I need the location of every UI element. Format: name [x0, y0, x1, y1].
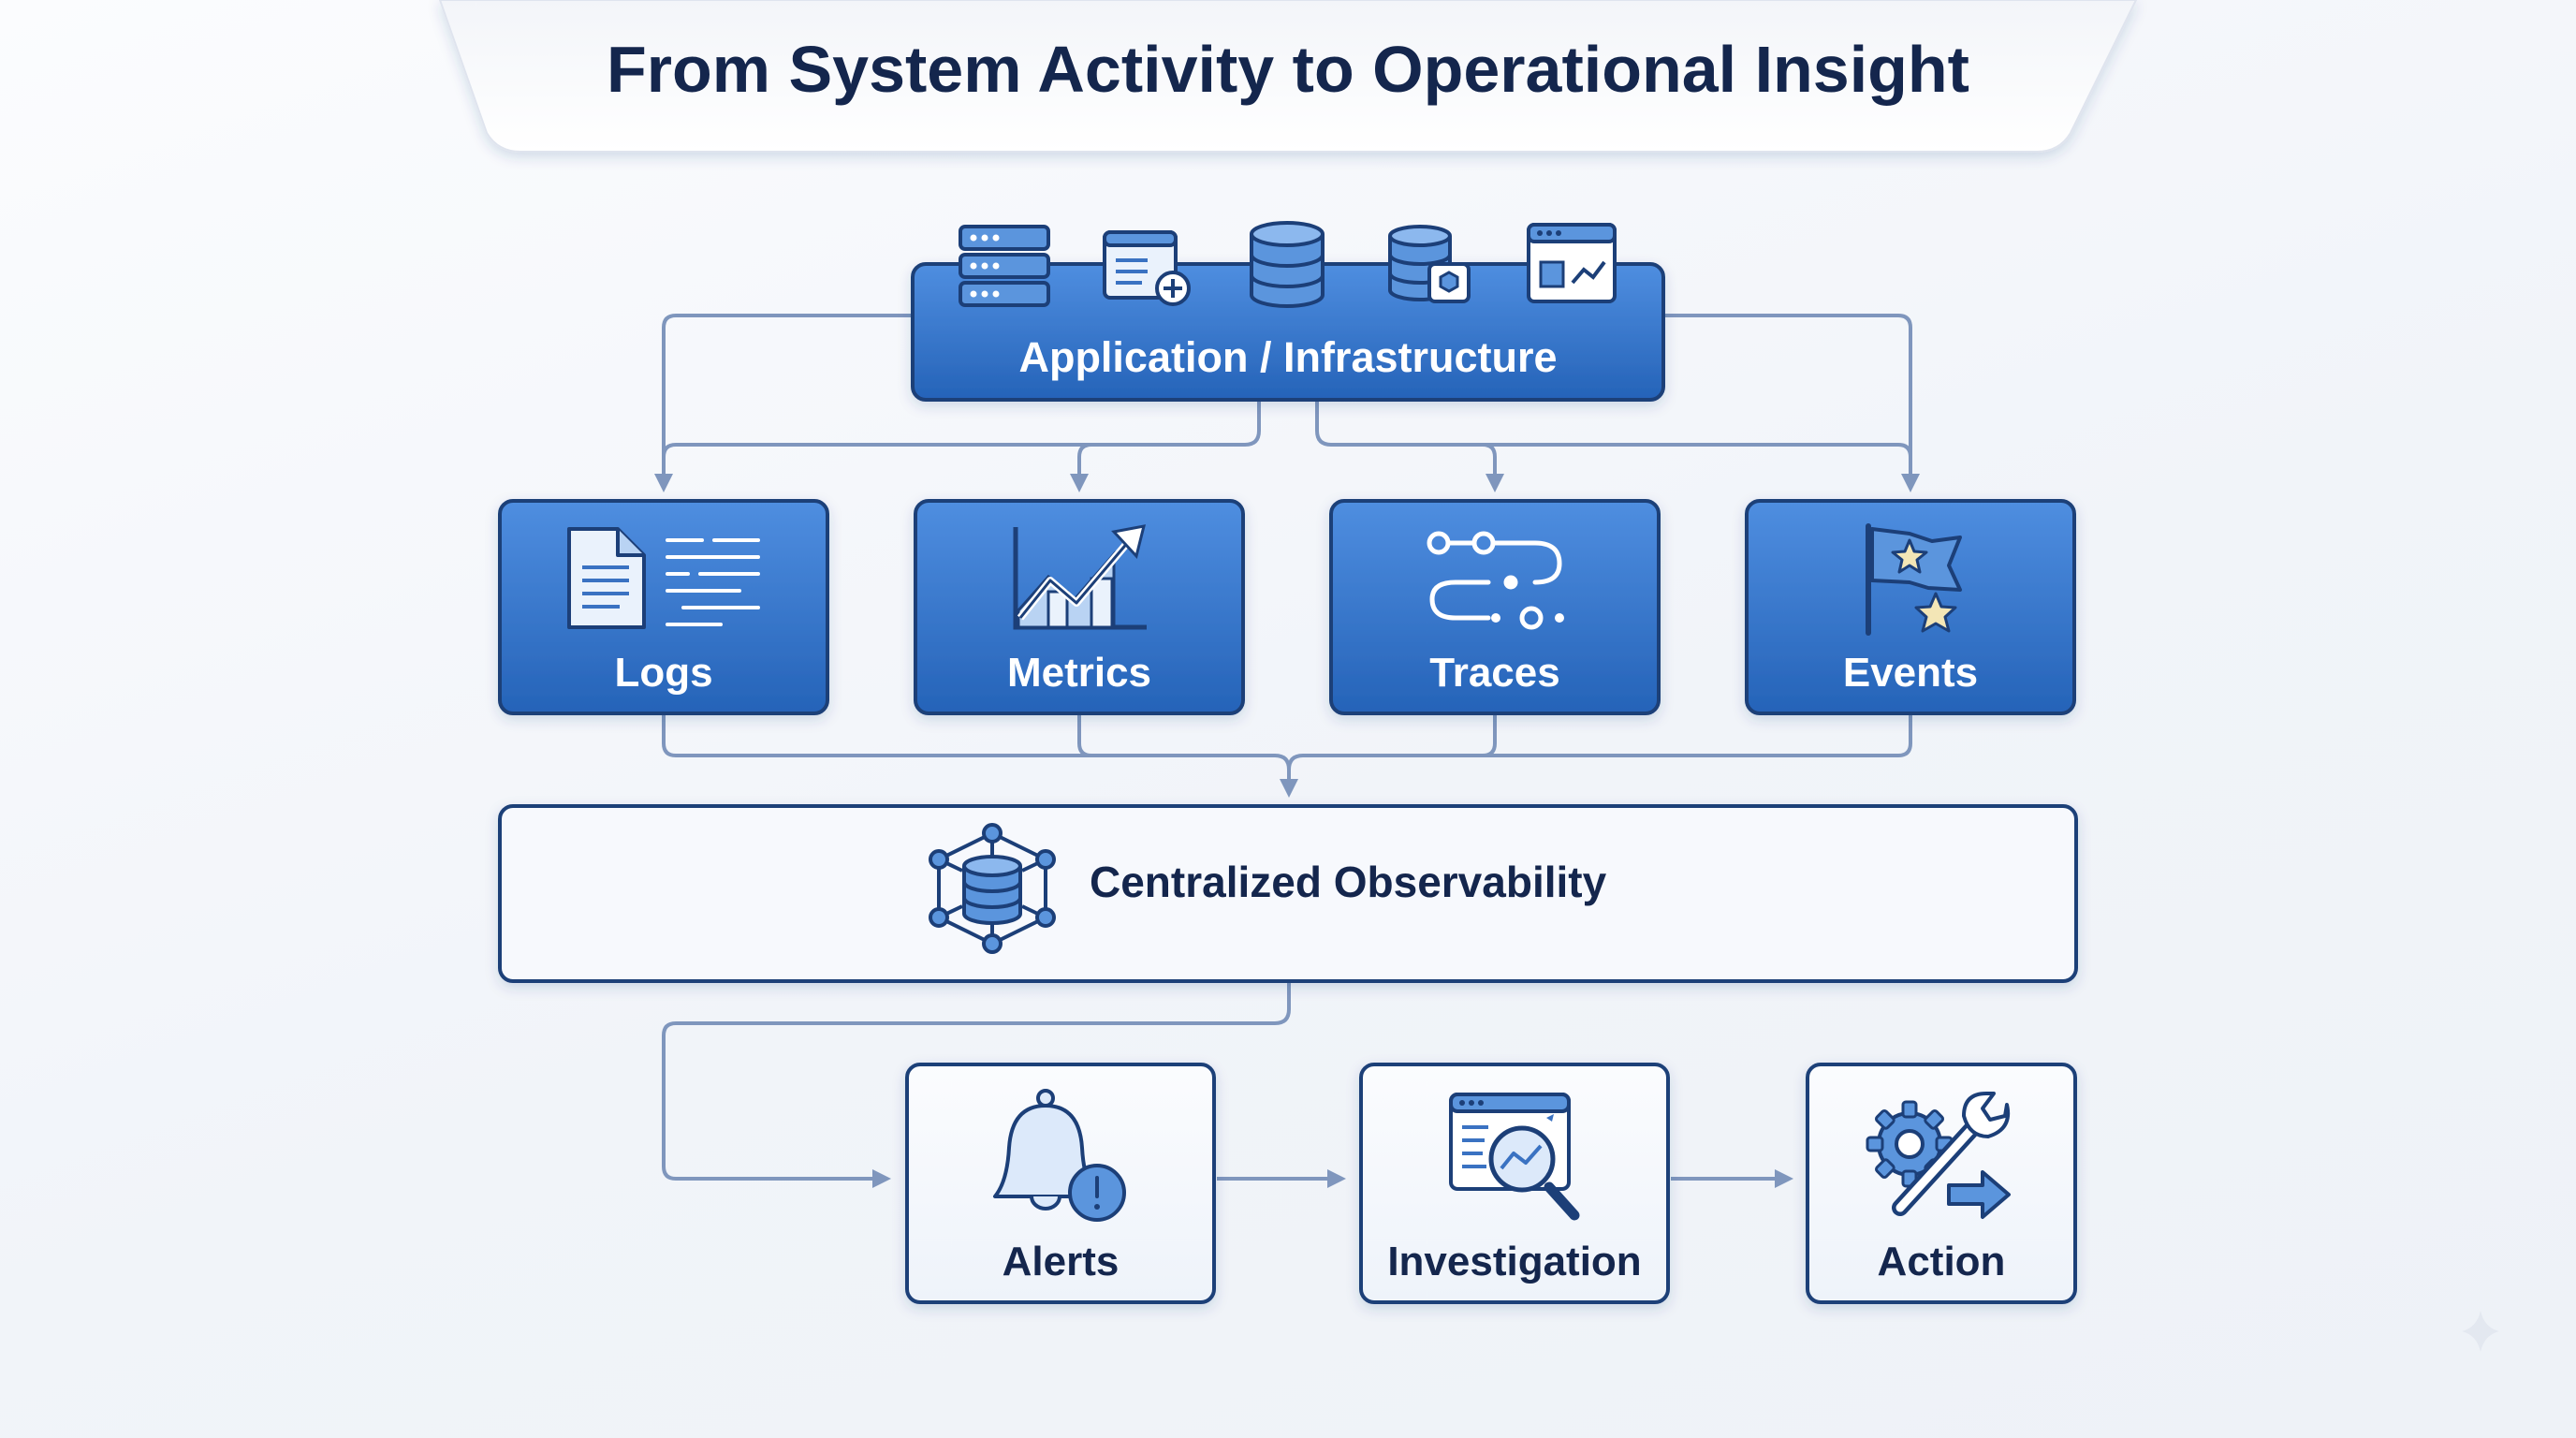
signal-label-metrics: Metrics: [1007, 650, 1151, 696]
trace-path-icon: [1427, 531, 1564, 630]
connectors: [654, 314, 1920, 1188]
page-title: From System Activity to Operational Insi…: [607, 33, 1969, 106]
gear-wrench-icon: [1866, 1092, 2011, 1219]
title-banner: From System Activity to Operational Insi…: [438, 0, 2138, 153]
database-icon: [1250, 221, 1325, 308]
connector-source-split-left: [662, 400, 1261, 458]
connector-source-split-right: [1315, 400, 1912, 458]
connector-source-to-events: [1663, 314, 1920, 492]
signal-label-logs: Logs: [614, 650, 712, 696]
outcome-box-alerts: Alerts: [905, 1063, 1216, 1304]
magnifier-dashboard-icon: [1449, 1093, 1580, 1221]
observability-hub: Centralized Observability: [498, 804, 2078, 983]
outcome-label-investigation: Investigation: [1387, 1239, 1641, 1284]
outcome-box-investigation: Investigation: [1359, 1063, 1670, 1304]
hub-label: Centralized Observability: [1090, 858, 1607, 906]
connector-events-merge: [1287, 713, 1912, 770]
signal-label-events: Events: [1843, 650, 1978, 696]
source-box: Application / Infrastructure: [911, 221, 1665, 402]
signal-box-metrics: Metrics: [914, 499, 1245, 715]
connector-source-to-traces: [1331, 443, 1504, 492]
log-file-icon: [567, 527, 760, 629]
signal-box-events: Events: [1745, 499, 2076, 715]
connector-source-to-metrics: [1070, 443, 1245, 492]
sparkle-icon: [2462, 1311, 2499, 1352]
outcome-box-action: Action: [1806, 1063, 2077, 1304]
signal-box-traces: Traces: [1329, 499, 1661, 715]
connector-logs-merge: [662, 713, 1298, 798]
connector-traces-merge: [1482, 713, 1497, 757]
outcome-label-alerts: Alerts: [1003, 1239, 1120, 1284]
app-window-icon: [1103, 230, 1191, 306]
signal-box-logs: Logs: [498, 499, 829, 715]
outcome-label-action: Action: [1878, 1239, 2006, 1284]
connector-metrics-merge: [1077, 713, 1092, 757]
connector-hub-to-alerts: [662, 981, 1291, 1188]
line-chart-icon: [1013, 524, 1147, 630]
source-label: Application / Infrastructure: [1018, 333, 1557, 381]
flag-stars-icon: [1866, 523, 1962, 636]
network-database-icon: [929, 823, 1056, 954]
connector-source-to-logs: [654, 314, 913, 492]
bell-alert-icon: [993, 1089, 1126, 1222]
dashboard-window-icon: [1527, 223, 1617, 303]
database-settings-icon: [1388, 225, 1471, 303]
signal-label-traces: Traces: [1429, 650, 1559, 696]
server-rack-icon: [959, 225, 1050, 307]
